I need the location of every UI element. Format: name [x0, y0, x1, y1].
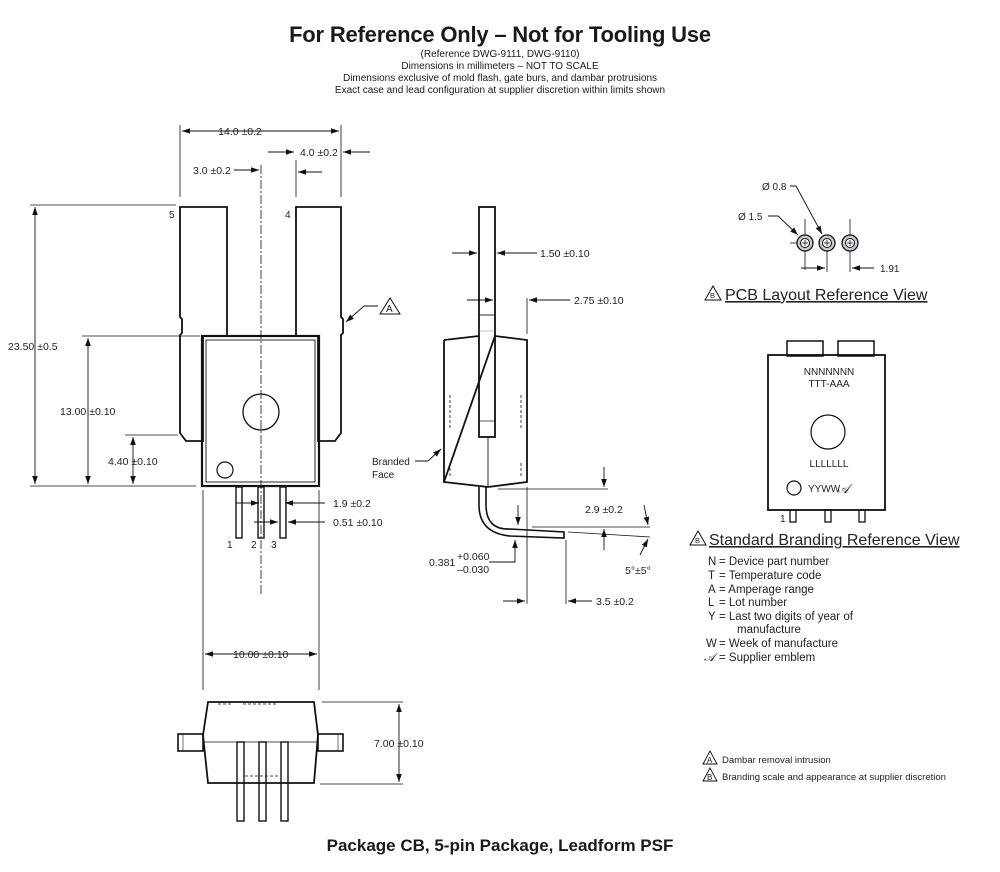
dim-overall-height: 23.50 ±0.5: [8, 341, 58, 353]
legend-text: = Temperature code: [719, 570, 821, 582]
bottom-pin-1: [236, 741, 245, 822]
dim-tab-thickness: 1.50 ±0.10: [540, 248, 590, 260]
dim-tab-offset: 3.0 ±0.2: [193, 165, 231, 177]
pin-label-2: 2: [251, 540, 257, 551]
dim-body-width: 10.00 ±0.10: [233, 649, 289, 661]
dim-body-height: 13.00 ±0.10: [60, 406, 116, 418]
header-note: Dimensions in millimeters – NOT TO SCALE: [401, 61, 599, 72]
dim-pin-width: 0.51 ±0.10: [333, 517, 383, 529]
notes: [702, 750, 718, 782]
bottom-tab-left: [177, 733, 204, 752]
drawing-title: For Reference Only – Not for Tooling Use: [289, 22, 711, 47]
legend-key: L: [708, 597, 715, 609]
side-view: [415, 206, 651, 604]
dim-pcb-pitch: 1.91: [880, 264, 900, 275]
pin-label-3: 3: [271, 540, 277, 551]
bottom-view: [177, 701, 403, 822]
dim-hole-diameter: Ø 0.8: [762, 182, 787, 193]
dim-overall-width: 14.0 ±0.2: [218, 126, 262, 138]
branded-face-label: Branded: [372, 457, 410, 468]
branded-face-label: Face: [372, 470, 395, 481]
branding-view-marker: B: [695, 536, 700, 545]
legend-text: = Lot number: [719, 597, 787, 609]
branding-line-temp-amp: TTT-AAA: [808, 379, 849, 390]
legend-key: A: [708, 584, 716, 596]
bottom-pin-3: [280, 741, 289, 822]
dim-body-depth: 7.00 ±0.10: [374, 738, 424, 750]
pcb-pad: [796, 234, 814, 252]
pcb-pad: [818, 234, 836, 252]
body-outline: [200, 334, 321, 488]
bottom-pin-2: [258, 741, 267, 822]
supplier-emblem-icon: 𝒜: [837, 481, 853, 496]
supplier-emblem-icon: 𝒜: [704, 652, 718, 664]
pin-label-1: 1: [227, 540, 233, 551]
note-text: Dambar removal intrusion: [722, 755, 831, 766]
pcb-view: [704, 185, 874, 301]
pcb-pad: [841, 234, 859, 252]
dim-pad-diameter: Ø 1.5: [738, 212, 763, 223]
pcb-view-marker: B: [710, 291, 715, 300]
header-note: (Reference DWG-9111, DWG-9110): [420, 49, 580, 60]
legend-key: T: [708, 570, 715, 582]
dim-lead-thickness: 0.381: [429, 557, 455, 569]
dim-tab-width: 4.0 ±0.2: [300, 147, 338, 159]
legend-text: = Last two digits of year of: [719, 611, 854, 623]
tab-pin-5: [179, 206, 228, 442]
note-text: Branding scale and appearance at supplie…: [722, 772, 946, 783]
note-marker-a: A: [707, 756, 713, 765]
branding-line-lot: LLLLLLL: [810, 459, 849, 470]
dim-tab-base-height: 4.40 ±0.10: [108, 456, 158, 468]
lead-profile: [478, 487, 565, 539]
legend-key: W: [706, 638, 717, 650]
dim-lead-tol-plus: +0.060: [457, 551, 490, 563]
branding-hole: [810, 414, 846, 450]
tab-profile: [478, 206, 496, 438]
branding-line-part-number: NNNNNNN: [804, 367, 855, 378]
dim-body-offset: 2.75 ±0.10: [574, 295, 624, 307]
header-note: Dimensions exclusive of mold flash, gate…: [342, 73, 658, 84]
legend-text: manufacture: [737, 624, 801, 636]
legend-text: = Device part number: [719, 556, 829, 568]
branding-line-date: YYWW: [808, 484, 841, 495]
legend-key: N: [708, 556, 716, 568]
branding-view-title: Standard Branding Reference View: [709, 532, 960, 549]
dim-lead-tol-minus: –0.030: [457, 564, 489, 576]
pcb-view-title: PCB Layout Reference View: [725, 287, 928, 304]
branding-pin1-label: 1: [780, 514, 786, 525]
note-marker-b: B: [707, 773, 712, 782]
package-caption: Package CB, 5-pin Package, Leadform PSF: [326, 836, 674, 855]
note-marker-a: A: [386, 304, 393, 315]
legend-text: = Week of manufacture: [719, 638, 838, 650]
dim-lead-drop: 2.9 ±0.2: [585, 504, 623, 516]
pin-label-5: 5: [169, 210, 175, 221]
side-view-labels: 1.50 ±0.10 2.75 ±0.10 2.9 ±0.2 0.381 +0.…: [372, 248, 651, 608]
pin1-dot: [216, 461, 234, 479]
branding-view: [689, 340, 886, 546]
front-view-labels: 14.0 ±0.2 4.0 ±0.2 3.0 ±0.2 23.50 ±0.5 1…: [8, 126, 393, 661]
pin-3: [279, 486, 287, 539]
pin-1: [235, 486, 243, 539]
header-note: Exact case and lead configuration at sup…: [334, 85, 666, 96]
dim-lead-angle: 5°±5°: [625, 565, 651, 577]
dim-lead-length: 3.5 ±0.2: [596, 596, 634, 608]
dim-pin-pitch: 1.9 ±0.2: [333, 498, 371, 510]
branding-legend: N = Device part number T = Temperature c…: [704, 556, 854, 664]
pin-label-4: 4: [285, 210, 291, 221]
bottom-tab-right: [317, 733, 344, 752]
legend-text: = Amperage range: [719, 584, 814, 596]
body-inner: [205, 339, 316, 483]
front-view: [30, 125, 401, 690]
legend-text: = Supplier emblem: [719, 652, 815, 664]
branding-pin1-dot: [786, 480, 802, 496]
body-profile: [442, 335, 528, 488]
legend-key: Y: [708, 611, 716, 623]
